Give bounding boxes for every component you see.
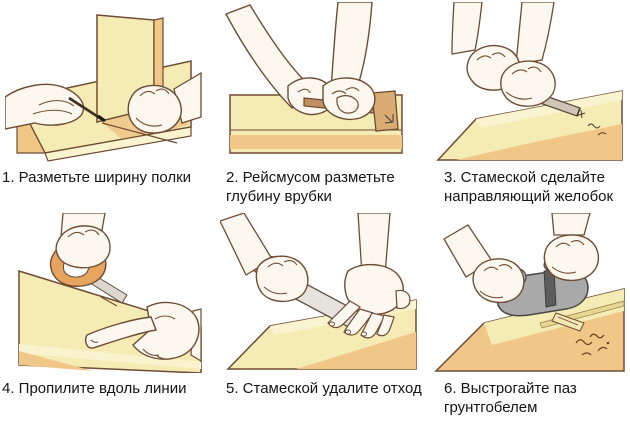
step-caption: 5. Стамеской удалите отход [226,380,422,397]
router-plane-illustration [434,213,625,372]
step-caption: 1. Разметьте ширину полки [2,169,192,186]
step-panel-4: 4. Пропилите вдоль линии [0,211,210,398]
step-caption: 6. Выстрогайте паз грунтгобелем [444,380,577,416]
mark-shelf-width-illustration [5,14,202,162]
step-caption: 4. Пропилите вдоль линии [2,380,187,397]
step-panel-6: 6. Выстрогайте паз грунтгобелем [430,211,630,417]
step-panel-2: 2. Рейсмусом разметьте глубину врубки [212,0,428,206]
marking-gauge-illustration [225,2,403,154]
saw-along-line-illustration [18,213,202,373]
step-panel-5: 5. Стамеской удалите отход [212,211,428,398]
step-panel-3: 3. Стамеской сделайте направляющий желоб… [430,0,630,206]
chisel-groove-illustration [436,2,623,161]
chisel-remove-waste-illustration [220,213,417,370]
step-caption: 3. Стамеской сделайте направляющий желоб… [444,169,614,205]
step-panel-1: 1. Разметьте ширину полки [0,0,210,187]
step-caption: 2. Рейсмусом разметьте глубину врубки [226,169,395,205]
